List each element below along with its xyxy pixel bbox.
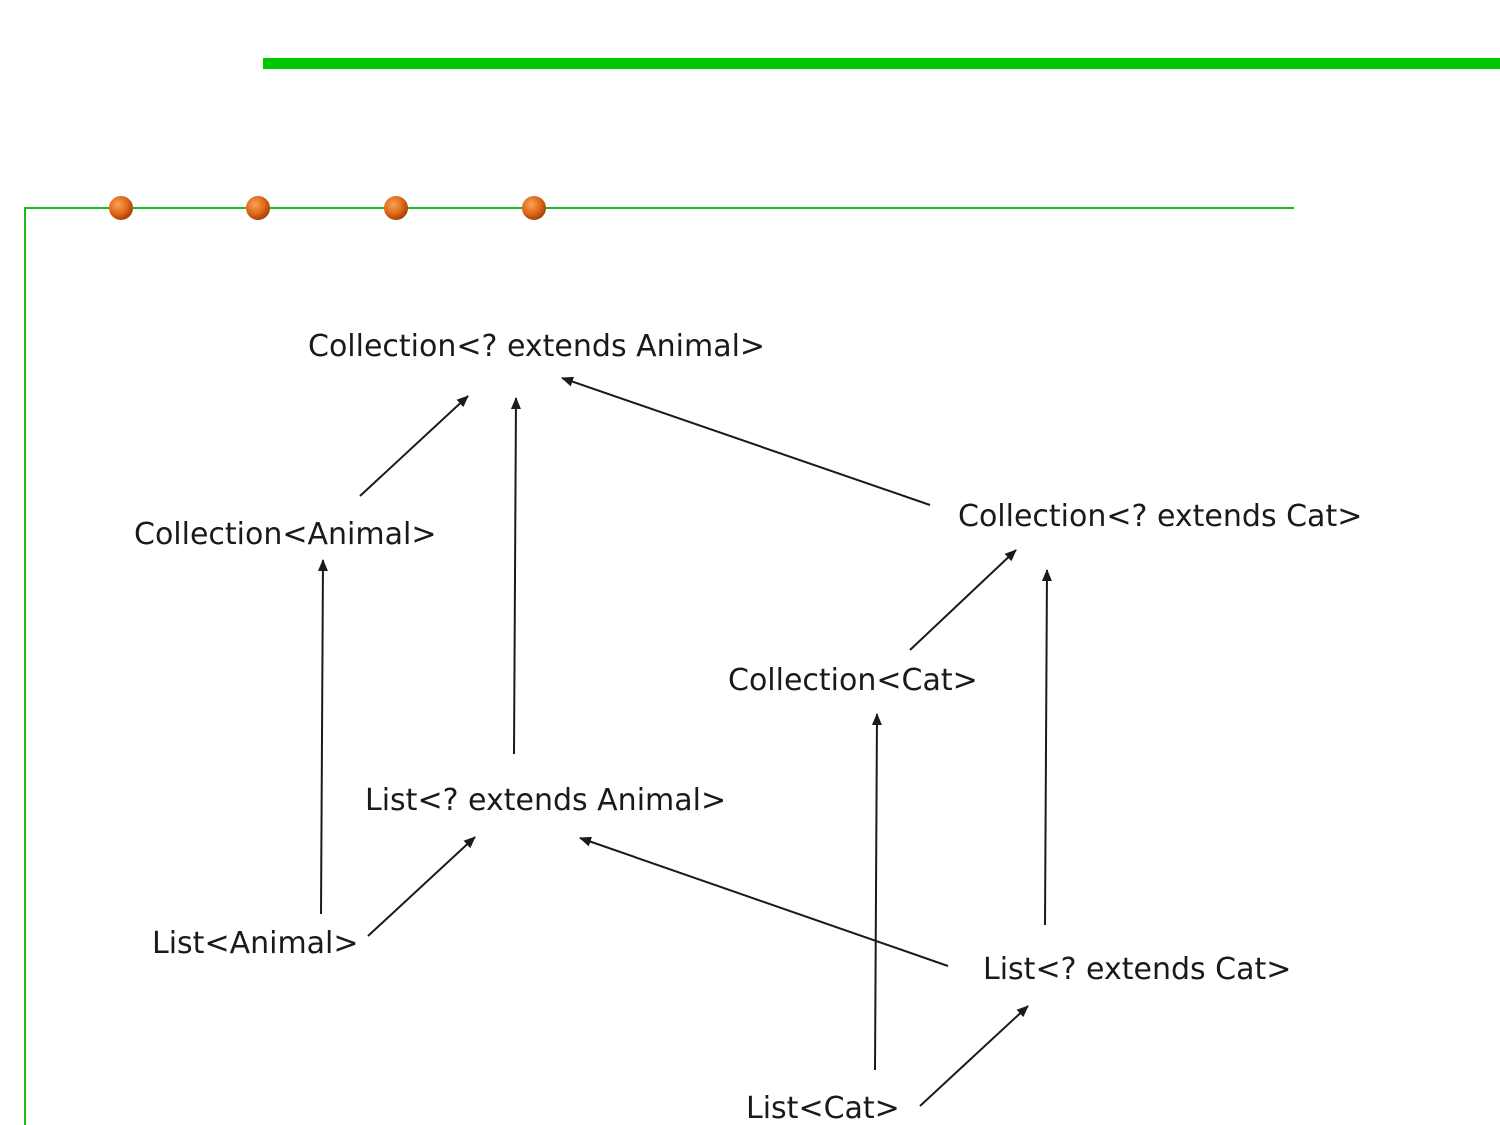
node-collection-extends-cat: Collection<? extends Cat> <box>958 499 1362 534</box>
edge-list-extends-cat-to-collection-extends-cat <box>1041 569 1052 926</box>
diagram-nodes: Collection<? extends Animal> Collection<… <box>134 329 1362 1125</box>
edge-list-animal-to-collection-animal <box>317 559 328 915</box>
edge-collection-cat-to-collection-extends-cat <box>909 549 1017 651</box>
edge-list-cat-to-collection-cat <box>871 713 882 1071</box>
top-accent-bar <box>263 58 1500 69</box>
orange-dot-icon <box>109 196 133 220</box>
edge-list-cat-to-list-extends-cat <box>919 1005 1029 1107</box>
node-collection-animal: Collection<Animal> <box>134 517 436 552</box>
edge-list-extends-cat-to-list-extends-animal <box>579 836 949 967</box>
edge-collection-animal-to-collection-extends-animal <box>359 395 469 497</box>
edge-collection-extends-cat-to-collection-extends-animal <box>561 376 931 506</box>
orange-dot-icon <box>246 196 270 220</box>
edge-list-animal-to-list-extends-animal <box>367 836 476 937</box>
diagram-edges <box>317 376 1052 1107</box>
node-list-extends-cat: List<? extends Cat> <box>983 952 1291 987</box>
orange-dot-icon <box>384 196 408 220</box>
node-list-extends-animal: List<? extends Animal> <box>365 783 726 818</box>
node-list-cat: List<Cat> <box>746 1091 900 1125</box>
orange-dot-icon <box>522 196 546 220</box>
node-list-animal: List<Animal> <box>152 926 359 961</box>
edge-list-extends-animal-to-collection-extends-animal <box>510 397 521 755</box>
node-collection-extends-animal: Collection<? extends Animal> <box>308 329 765 364</box>
node-collection-cat: Collection<Cat> <box>728 663 978 698</box>
